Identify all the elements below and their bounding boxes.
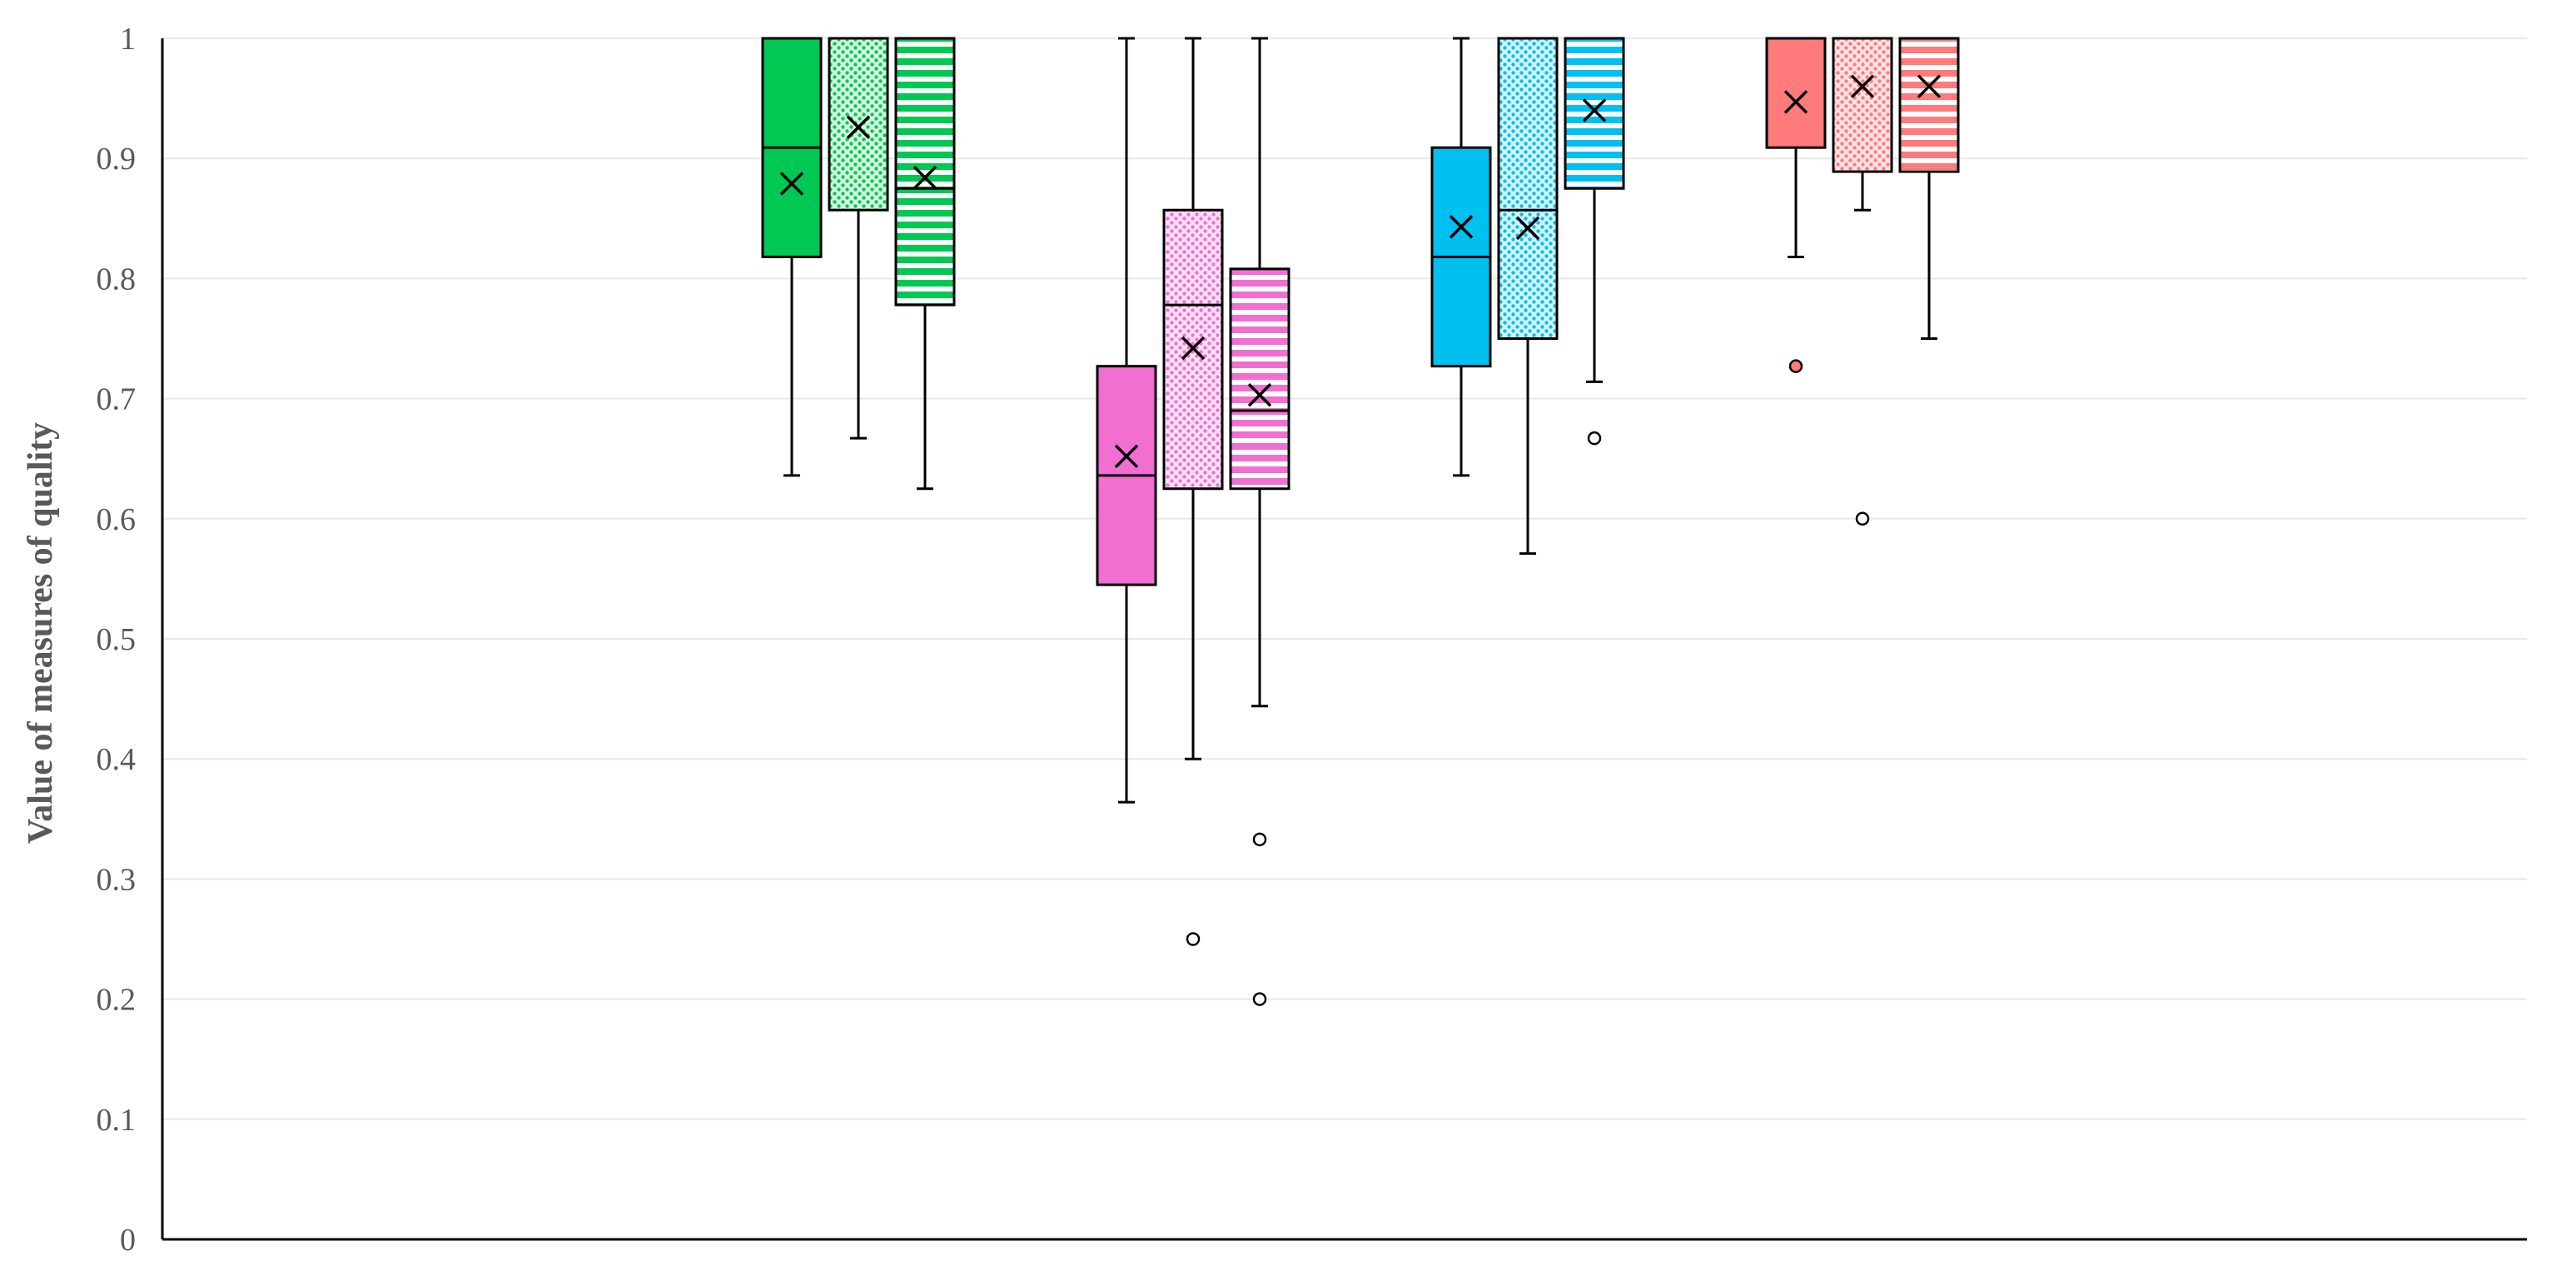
y-tick-labels: 0 0.1 0.2 0.3 0.4 0.5 0.6 0.7 0.8 0.9 1 [97,22,137,1258]
y-tick-label: 0.7 [97,382,137,417]
y-tick-label: 0.2 [97,983,137,1018]
box-body [894,37,956,307]
box-body [1765,37,1827,149]
box-body [1898,37,1960,173]
box-group [1765,37,1960,526]
outlier-point [1855,511,1870,526]
mean-marker [1181,336,1206,361]
y-tick-label: 0.9 [97,142,137,177]
y-tick-label: 1 [120,22,136,57]
mean-marker [1515,216,1540,241]
box [1229,37,1290,1006]
mean-marker [779,172,804,196]
y-tick-label: 0.3 [97,862,137,897]
gridlines [162,37,2527,1120]
mean-marker [1247,383,1272,407]
mean-marker [1850,74,1875,98]
box [1832,37,1893,526]
box-body [1564,37,1625,190]
y-axis-title: Value of measures of quality [22,422,60,844]
box [1096,37,1157,804]
box [894,37,956,491]
box-group [1430,37,1625,556]
box [828,37,889,440]
outlier-point [1252,992,1267,1006]
mean-marker [1783,90,1808,114]
y-tick-label: 0.8 [97,262,137,297]
mean-marker [913,166,937,190]
y-tick-label: 0 [120,1223,136,1258]
box-group [1096,37,1290,1006]
axes [161,38,2527,1241]
box-group [761,37,956,491]
outlier-point [1252,832,1267,847]
box [1497,37,1559,556]
y-tick-label: 0.6 [97,502,137,537]
outlier-point [1587,431,1602,446]
y-tick-label: 0.5 [97,622,137,657]
outlier-point [1186,932,1201,946]
mean-marker [1114,444,1139,469]
box-body [828,37,889,212]
y-tick-label: 0.4 [97,742,137,777]
box-body [1832,37,1893,173]
mean-marker [846,115,871,139]
box [761,37,823,477]
y-tick-label: 0.1 [97,1103,137,1138]
box [1430,37,1492,477]
box-body [1497,37,1559,340]
box [1564,37,1625,446]
box-series [761,37,1960,1006]
box-body [1229,267,1290,491]
box [1898,37,1960,340]
mean-marker [1917,74,1942,98]
mean-marker [1449,215,1474,239]
box [1162,37,1224,946]
outlier-point [1788,359,1803,373]
mean-marker [1582,98,1607,122]
box [1765,37,1827,373]
